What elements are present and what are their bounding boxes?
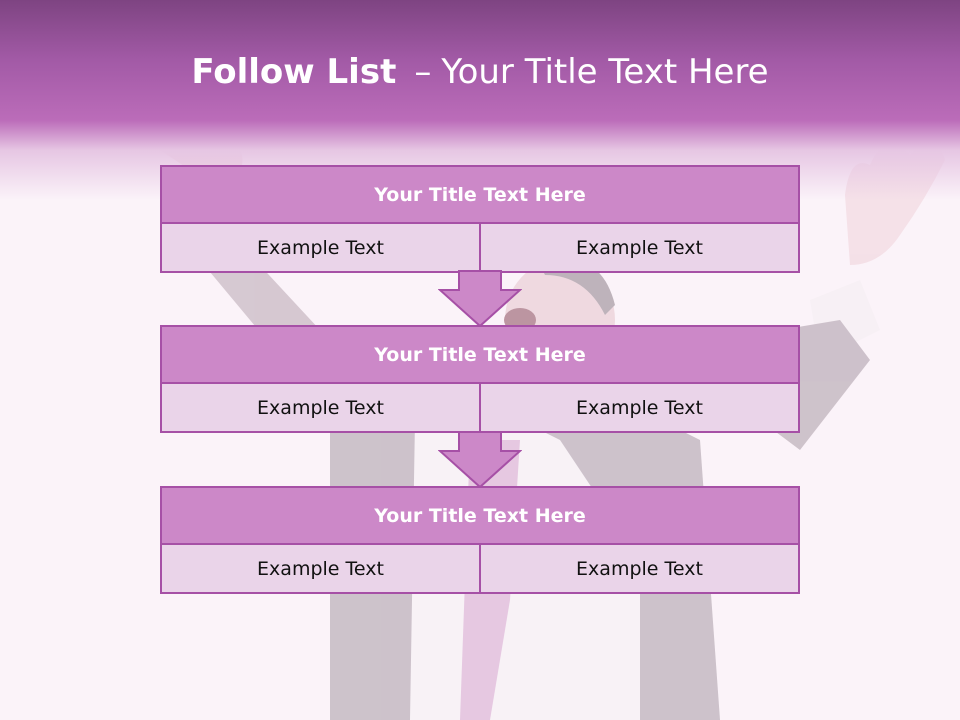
step-row: Example Text Example Text <box>162 384 798 431</box>
step-left-text: Example Text <box>257 396 384 419</box>
step-row: Example Text Example Text <box>162 224 798 271</box>
step-left-text: Example Text <box>257 236 384 259</box>
title-dash: – <box>414 52 432 92</box>
title-bold: Follow List <box>191 52 397 92</box>
step-row: Example Text Example Text <box>162 545 798 592</box>
down-arrow-icon <box>438 431 522 489</box>
step-title: Your Title Text Here <box>162 327 798 384</box>
step-title: Your Title Text Here <box>162 167 798 224</box>
step-block-1: Your Title Text Here Example Text Exampl… <box>160 165 800 273</box>
step-title: Your Title Text Here <box>162 488 798 545</box>
title-rest: Your Title Text Here <box>441 52 769 92</box>
slide-title: Follow List–Your Title Text Here <box>0 52 960 92</box>
step-right-text: Example Text <box>479 224 798 271</box>
down-arrow-icon <box>438 270 522 328</box>
step-block-3: Your Title Text Here Example Text Exampl… <box>160 486 800 594</box>
step-right-text: Example Text <box>479 384 798 431</box>
step-block-2: Your Title Text Here Example Text Exampl… <box>160 325 800 433</box>
step-left-text: Example Text <box>257 557 384 580</box>
step-right-text: Example Text <box>479 545 798 592</box>
